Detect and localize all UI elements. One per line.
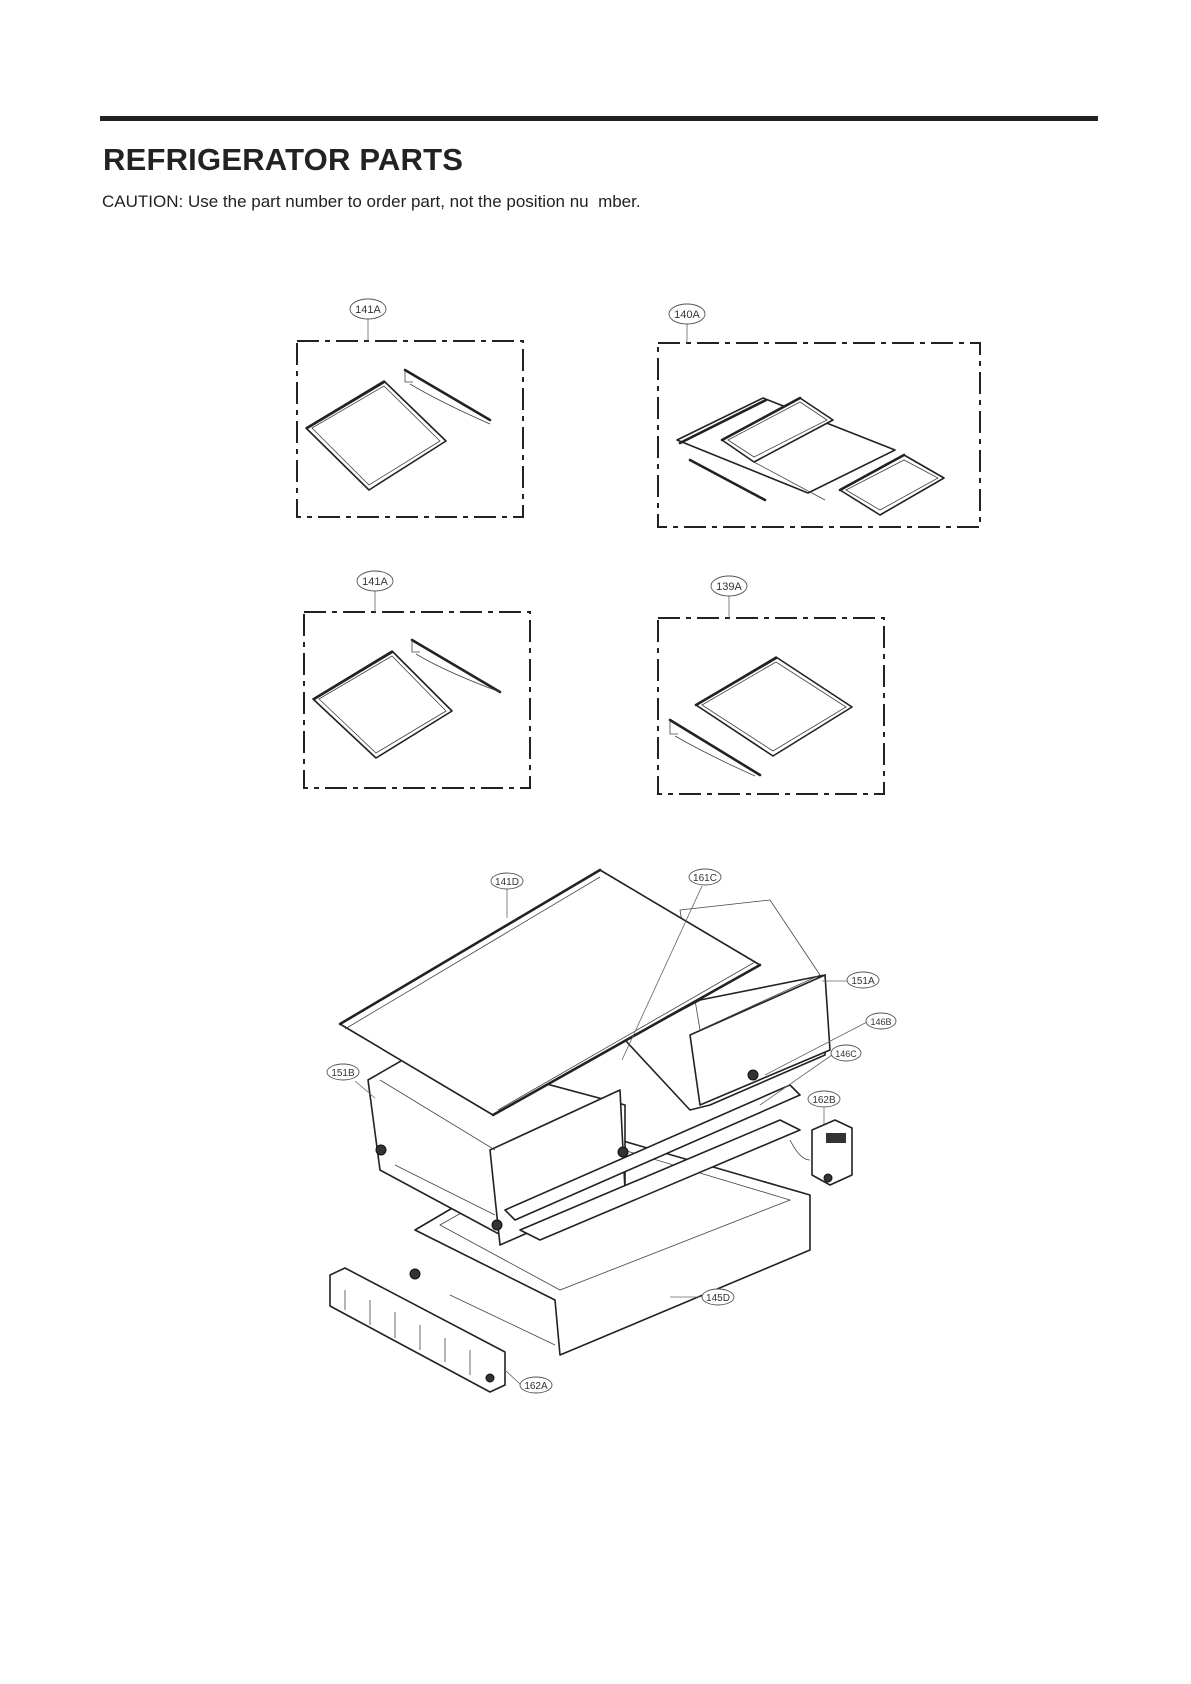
svg-text:139A: 139A: [716, 581, 742, 593]
leader-146C: [759, 1054, 833, 1106]
assembly-141A-middle: 141A: [303, 570, 531, 789]
split-shelf-rail-icon: [676, 397, 896, 494]
callout-151B[interactable]: 151B: [326, 1063, 360, 1081]
svg-text:151A: 151A: [851, 976, 875, 987]
callout-141A-top[interactable]: 141A: [349, 298, 387, 320]
svg-text:141A: 141A: [355, 304, 381, 316]
vegetable-drawer-151A: [617, 899, 831, 1158]
crisper-cover-141D: [338, 868, 762, 1117]
dashed-group-box: [657, 617, 885, 795]
assembly-139A: 139A: [657, 575, 885, 795]
svg-text:162A: 162A: [524, 1381, 548, 1392]
dashed-group-box: [296, 340, 524, 518]
callout-151A[interactable]: 151A: [846, 971, 880, 989]
page-title: REFRIGERATOR PARTS: [103, 142, 464, 177]
svg-text:146B: 146B: [870, 1017, 891, 1027]
glass-shelf-icon: [695, 656, 853, 757]
callout-141A-middle[interactable]: 141A: [356, 570, 394, 592]
svg-text:162B: 162B: [812, 1095, 836, 1106]
callout-161C[interactable]: 161C: [688, 868, 722, 886]
svg-text:145D: 145D: [706, 1293, 730, 1304]
leader-161C: [621, 885, 703, 1061]
glass-shelf-icon: [312, 650, 453, 759]
assembly-141A-top: 141A: [296, 298, 524, 518]
dashed-group-box: [303, 611, 531, 789]
svg-text:151B: 151B: [331, 1068, 355, 1079]
crisper-exploded-assembly: 141D 161C 151A 146B 146C 162B 151B 145D: [326, 868, 897, 1394]
header-rule: [100, 116, 1098, 121]
callout-162A[interactable]: 162A: [519, 1376, 553, 1394]
svg-text:140A: 140A: [674, 309, 700, 321]
svg-text:141D: 141D: [495, 877, 519, 888]
svg-text:161C: 161C: [693, 873, 717, 884]
svg-text:141A: 141A: [362, 576, 388, 588]
leader-146B: [764, 1021, 868, 1076]
assembly-140A: 140A: [657, 303, 981, 528]
guide-rail-146: [519, 1119, 801, 1241]
glass-shelf-icon: [305, 380, 447, 491]
callout-145D[interactable]: 145D: [701, 1288, 735, 1306]
leader-162A: [504, 1369, 521, 1385]
callout-141D[interactable]: 141D: [490, 872, 524, 890]
callout-139A[interactable]: 139A: [710, 575, 748, 597]
roller-bracket-162A: [329, 1267, 506, 1393]
callout-140A[interactable]: 140A: [668, 303, 706, 325]
roller-bracket-162B: [789, 1119, 853, 1186]
svg-text:146C: 146C: [835, 1049, 857, 1059]
callout-146C[interactable]: 146C: [830, 1044, 862, 1062]
leader-151B: [354, 1080, 376, 1099]
dashed-group-box: [657, 342, 981, 528]
callout-162B[interactable]: 162B: [807, 1090, 841, 1108]
callout-146B[interactable]: 146B: [865, 1012, 897, 1030]
caution-note: CAUTION: Use the part number to order pa…: [102, 192, 641, 211]
